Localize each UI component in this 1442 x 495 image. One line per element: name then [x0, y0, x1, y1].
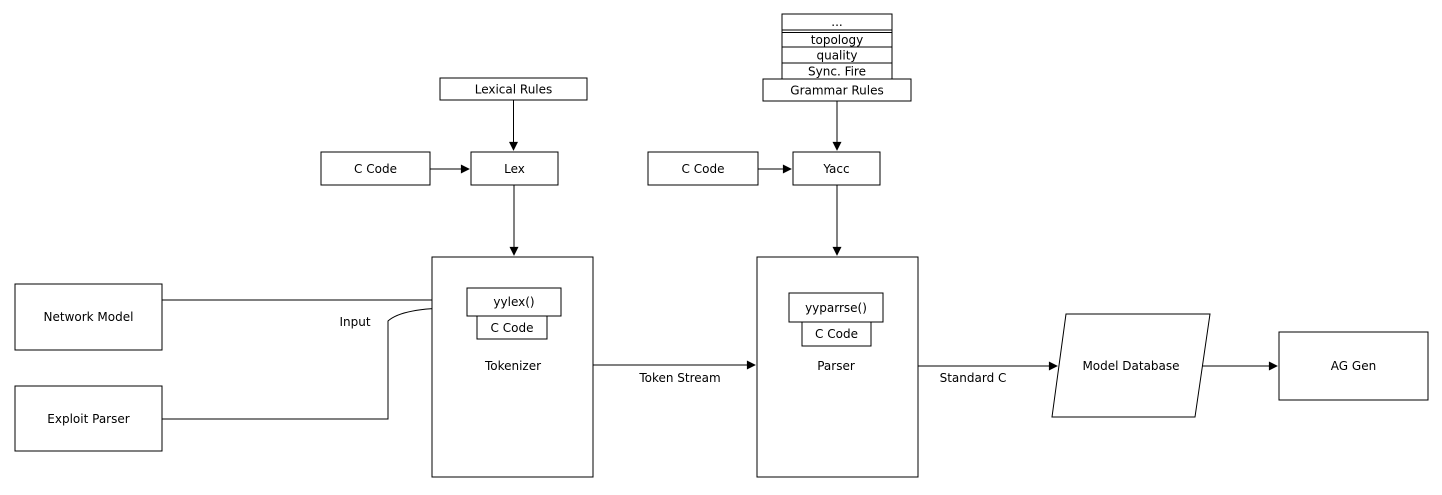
c-code-yacc-label: C Code	[682, 162, 725, 176]
node-network-model: Network Model	[14, 283, 163, 351]
node-exploit-parser: Exploit Parser	[14, 385, 163, 452]
edge-label-token-stream: Token Stream	[638, 371, 720, 385]
lex-label: Lex	[504, 162, 525, 176]
node-lex: Lex	[470, 151, 559, 186]
exploit-parser-label: Exploit Parser	[47, 412, 129, 426]
node-c-code-yacc: C Code	[647, 151, 759, 186]
yyparrse-box	[788, 292, 884, 323]
yacc-label: Yacc	[822, 162, 849, 176]
stack-row-ellipsis: ...	[831, 15, 842, 29]
node-c-code-lex: C Code	[320, 151, 431, 186]
parser-label: Parser	[817, 359, 855, 373]
c-code-tokenizer-label: C Code	[491, 321, 534, 335]
node-lexical-rules: Lexical Rules	[439, 77, 588, 101]
lexical-rules-label: Lexical Rules	[475, 83, 553, 97]
network-model-label: Network Model	[44, 310, 134, 324]
node-model-database: Model Database	[1051, 313, 1211, 418]
edge-label-input: Input	[339, 315, 370, 329]
c-code-lex-box	[320, 151, 431, 186]
lexical-rules-box	[439, 77, 588, 101]
yyparrse-label: yyparrse()	[805, 301, 867, 315]
tokenizer-label: Tokenizer	[484, 359, 541, 373]
c-code-lex-label: C Code	[354, 162, 397, 176]
c-code-parser-label: C Code	[815, 327, 858, 341]
model-database-parallelogram	[1051, 313, 1211, 418]
yylex-box	[466, 287, 562, 317]
grammar-rules-box	[762, 78, 912, 102]
node-parser: yyparrse() C Code Parser	[756, 256, 919, 478]
yacc-box	[792, 151, 881, 186]
model-database-label: Model Database	[1082, 359, 1179, 373]
c-code-tokenizer-box	[476, 315, 548, 340]
node-tokenizer: yylex() C Code Tokenizer	[431, 256, 594, 478]
c-code-yacc-box	[647, 151, 759, 186]
lex-box	[470, 151, 559, 186]
stack-row-sync-fire: Sync. Fire	[808, 65, 866, 79]
edge-label-standard-c: Standard C	[940, 371, 1007, 385]
network-model-box	[14, 283, 163, 351]
node-rules-stack: ... topology quality Sync. Fire	[781, 13, 893, 80]
yylex-label: yylex()	[493, 295, 534, 309]
grammar-rules-label: Grammar Rules	[790, 84, 883, 98]
node-yacc: Yacc	[792, 151, 881, 186]
exploit-parser-box	[14, 385, 163, 452]
ag-gen-box	[1278, 331, 1429, 401]
edge-exploit-parser-to-yylex	[162, 303, 466, 420]
stack-row-quality: quality	[816, 49, 857, 63]
ag-gen-label: AG Gen	[1331, 359, 1376, 373]
c-code-parser-box	[801, 321, 872, 347]
node-grammar-rules: Grammar Rules	[762, 78, 912, 102]
stack-row-topology: topology	[811, 33, 863, 47]
node-ag-gen: AG Gen	[1278, 331, 1429, 401]
